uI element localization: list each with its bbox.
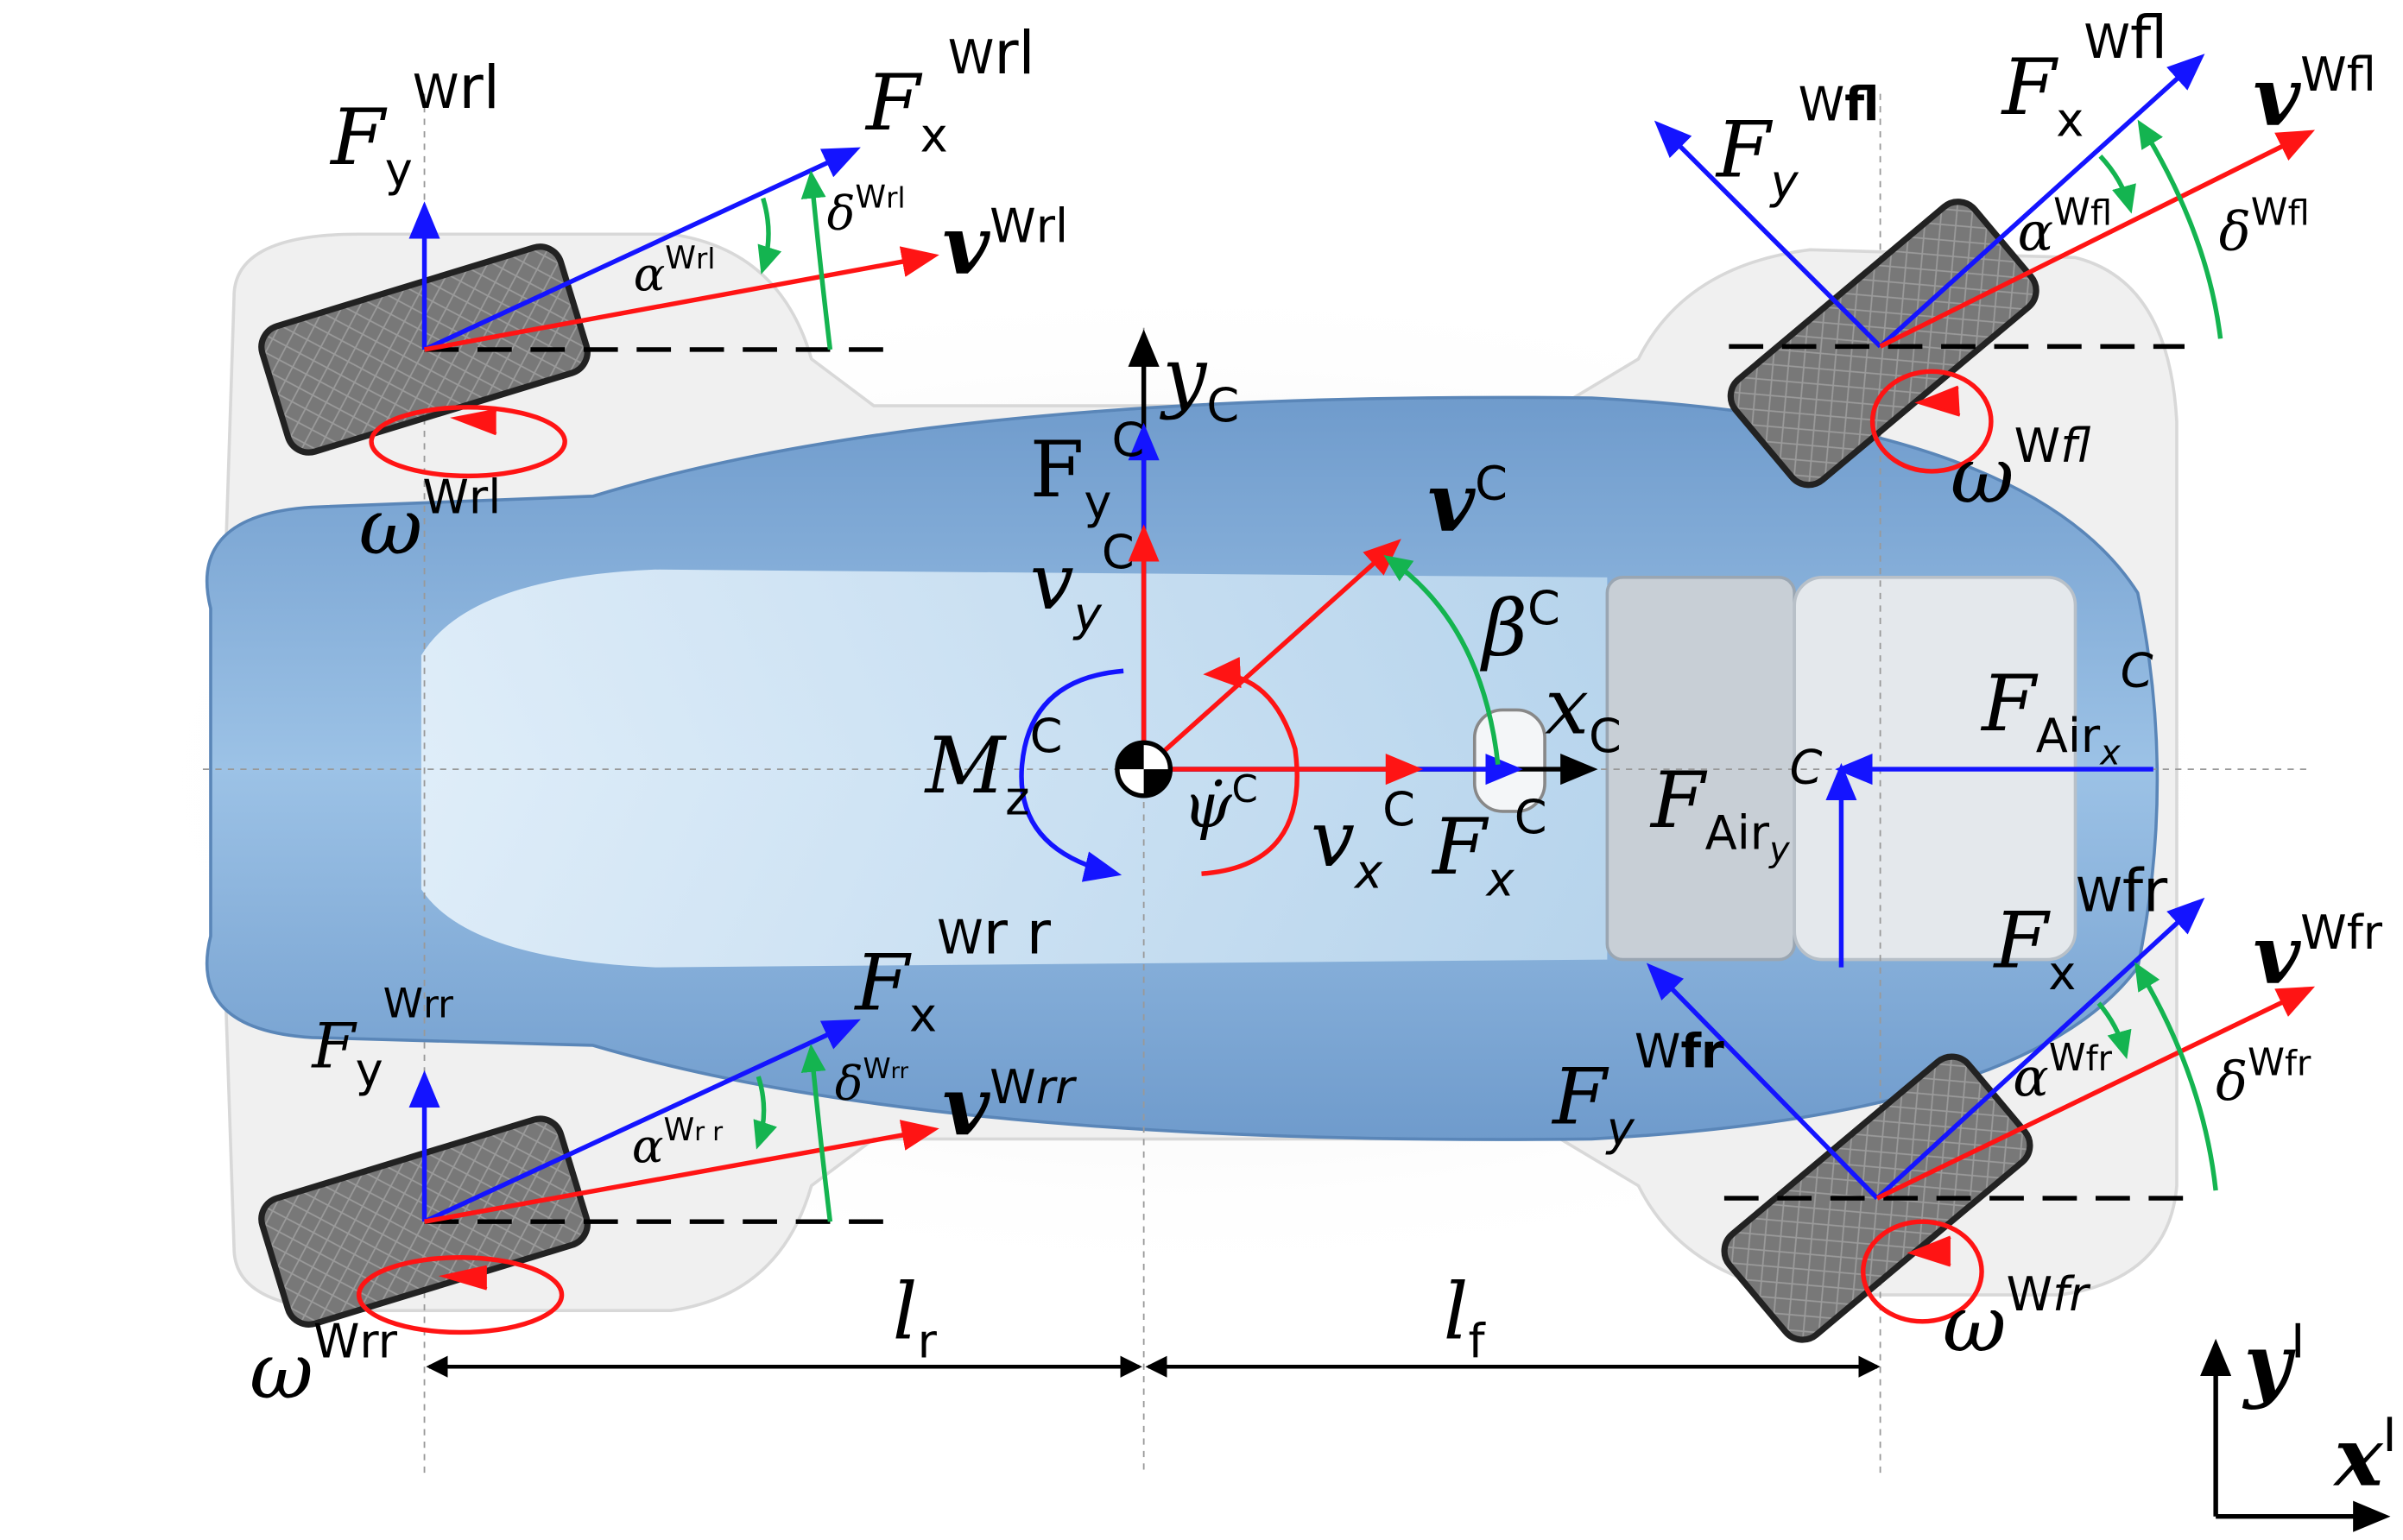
- label-yc: yC: [1159, 331, 1239, 432]
- fx-arrow-fl: [1878, 54, 2205, 349]
- cg-symbol: [1115, 740, 1173, 798]
- label-alpha-fl: αWfl: [2018, 191, 2112, 262]
- wheel-rear-right: FyWrr FxWr r αWr r δWrr vWrr ωWrr: [250, 899, 1078, 1417]
- omega-ellipse-fl: [1869, 369, 1994, 474]
- label-vyc: vyC: [1030, 525, 1135, 641]
- fx-arrow-fr: [1875, 897, 2205, 1201]
- label-fy-fl: FyWfl: [1715, 77, 1880, 209]
- label-fx-rl: FxWrl: [864, 19, 1035, 162]
- label-psi: ψ̇C: [1183, 768, 1258, 843]
- label-alpha-rr: αWr r: [632, 1111, 723, 1173]
- label-yi: yI: [2242, 1314, 2305, 1411]
- label-v-fr: vWfr: [2254, 906, 2383, 1003]
- delta-arc-fl: [2137, 119, 2223, 339]
- alpha-arc-rr: [753, 1076, 777, 1150]
- omega-arrowhead-rl: [450, 408, 497, 436]
- label-lr: lr: [893, 1267, 938, 1369]
- omega-arrowhead-fl: [1914, 385, 1961, 417]
- label-fy-rl: FyWrl: [329, 54, 500, 197]
- label-fx-fl: FxWfl: [2001, 3, 2168, 147]
- label-omega-rl: ωWrl: [359, 470, 502, 573]
- label-fairy: FAiryC: [1649, 740, 1823, 869]
- label-lf: lf: [1444, 1267, 1487, 1369]
- vc-arrow: [1141, 539, 1401, 772]
- wheel-front-right: FyWfr FxWfr αWfr δWfr vWfr ωWfr: [1551, 857, 2383, 1371]
- center-of-gravity: yC xC FyC vyC vC βC MzC ψ̇C vxC FxC FAir…: [924, 329, 2153, 968]
- label-beta: βC: [1480, 581, 1560, 674]
- dimensions: lr lf: [426, 1267, 1881, 1378]
- omega-ellipse-fr: [1861, 1219, 1984, 1324]
- v-arrow-rl: [424, 246, 939, 352]
- label-alpha-fr: αWfr: [2013, 1037, 2112, 1108]
- delta-arc-rl: [800, 170, 833, 350]
- label-mz: MzC: [924, 709, 1063, 825]
- omega-arrowhead-fr: [1907, 1235, 1951, 1267]
- fx-arrow-rl: [423, 147, 861, 352]
- label-fy-rr: FyWrr: [310, 980, 453, 1097]
- omega-arrowhead-rr: [438, 1265, 488, 1291]
- label-delta-fr: δWfr: [2216, 1041, 2311, 1113]
- label-alpha-rl: αWrl: [634, 239, 716, 301]
- wheel-rear-left: FyWrl FxWrl αWrl δWrl vWrl ωWrl: [258, 19, 1069, 573]
- label-fx-fr: FxWfr: [1993, 857, 2169, 1000]
- label-v-rr: vWrr: [943, 1059, 1078, 1154]
- alpha-arc-fl: [2098, 155, 2136, 214]
- label-vc: vC: [1428, 456, 1508, 551]
- label-delta-rl: δWrl: [827, 179, 906, 241]
- label-v-rl: vWrl: [943, 198, 1069, 293]
- v-arrow-rr: [424, 1120, 939, 1224]
- yaw-rate-arc: [1201, 657, 1300, 876]
- label-xc: xC: [1545, 662, 1622, 764]
- label-omega-fr: ωWfr: [1943, 1267, 2091, 1370]
- label-omega-fl: ωWfl: [1951, 419, 2090, 521]
- label-delta-fl: δWfl: [2219, 191, 2310, 262]
- alpha-arc-rl: [757, 197, 782, 275]
- wheel-front-left: FyWfl FxWfl αWfl δWfl vWfl ωWfl: [1654, 3, 2376, 521]
- fy-arrow-fl: [1654, 120, 1882, 349]
- omega-ellipse-rl: [369, 405, 567, 479]
- label-xi: xI: [2332, 1408, 2396, 1505]
- yaw-moment-arc: [1019, 668, 1124, 882]
- label-fairx: FAirxC: [1980, 643, 2153, 773]
- omega-ellipse-rr: [356, 1255, 565, 1335]
- label-fyc: FyC: [1030, 413, 1145, 529]
- label-fx-rr: FxWr r: [853, 899, 1051, 1042]
- label-delta-rr: δWrr: [835, 1052, 909, 1111]
- inertial-frame: yI xI: [2200, 1314, 2397, 1532]
- v-arrow-fr: [1875, 986, 2316, 1201]
- delta-arc-rr: [800, 1044, 833, 1222]
- alpha-arc-fr: [2096, 1001, 2132, 1059]
- beta-arc: [1383, 554, 1501, 765]
- label-v-fl: vWfl: [2254, 47, 2376, 145]
- label-omega-rr: ωWrr: [250, 1314, 398, 1417]
- label-fxc: FxC: [1431, 790, 1547, 906]
- label-fy-fr: FyWfr: [1551, 1024, 1724, 1156]
- fx-arrow-rr: [423, 1019, 861, 1224]
- fy-arrow-fr: [1646, 962, 1879, 1200]
- label-vxc: vxC: [1311, 782, 1415, 899]
- delta-arc-fr: [2134, 962, 2218, 1191]
- v-arrow-fl: [1879, 129, 2316, 349]
